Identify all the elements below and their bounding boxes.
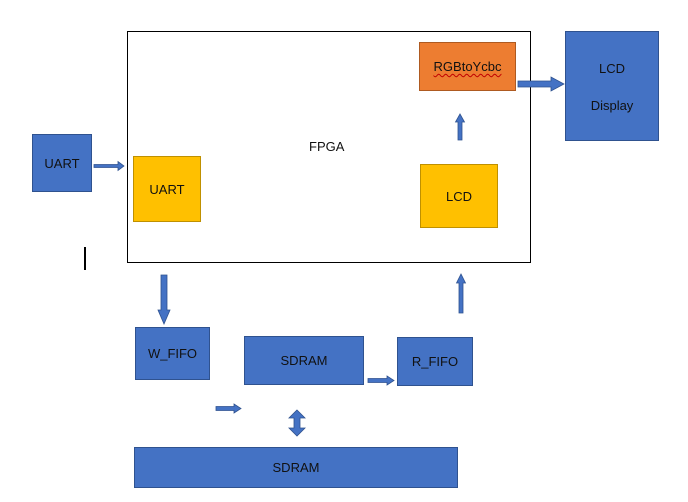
text-cursor [84,247,86,270]
lcd-internal-block: LCD [420,164,498,228]
rgb-converter-block: RGBtoYcbc [419,42,516,91]
lcd-display-line1: LCD [598,61,625,76]
uart-external-block: UART [32,134,92,192]
arrow-sdram-to-rfifo [367,375,395,386]
arrow-rgb-to-display [517,76,565,92]
w-fifo-label: W_FIFO [147,346,198,361]
uart-internal-label: UART [149,181,185,197]
sdram-memory-block: SDRAM [134,447,458,488]
arrow-fpga-to-wfifo [157,274,171,326]
sdram-controller-block: SDRAM [244,336,364,385]
w-fifo-block: W_FIFO [135,327,210,380]
arrow-uart-to-uart [93,160,125,172]
sdram-memory-label: SDRAM [272,460,320,475]
uart-external-label: UART [44,155,80,171]
r-fifo-label: R_FIFO [411,354,459,369]
uart-internal-block: UART [133,156,201,222]
arrow-lcd-to-rgb [454,113,466,141]
fpga-label: FPGA [309,139,345,154]
r-fifo-block: R_FIFO [397,337,473,386]
lcd-internal-label: LCD [445,188,472,204]
sdram-controller-label: SDRAM [280,353,328,368]
rgb-converter-label: RGBtoYcbc [433,59,502,74]
lcd-display-line2: Display [590,98,634,113]
arrow-sdram-bidirectional [288,409,306,437]
lcd-display-block: LCD Display [565,31,659,141]
arrow-rfifo-to-fpga [455,273,467,314]
arrow-wfifo-to-sdram [215,403,242,414]
